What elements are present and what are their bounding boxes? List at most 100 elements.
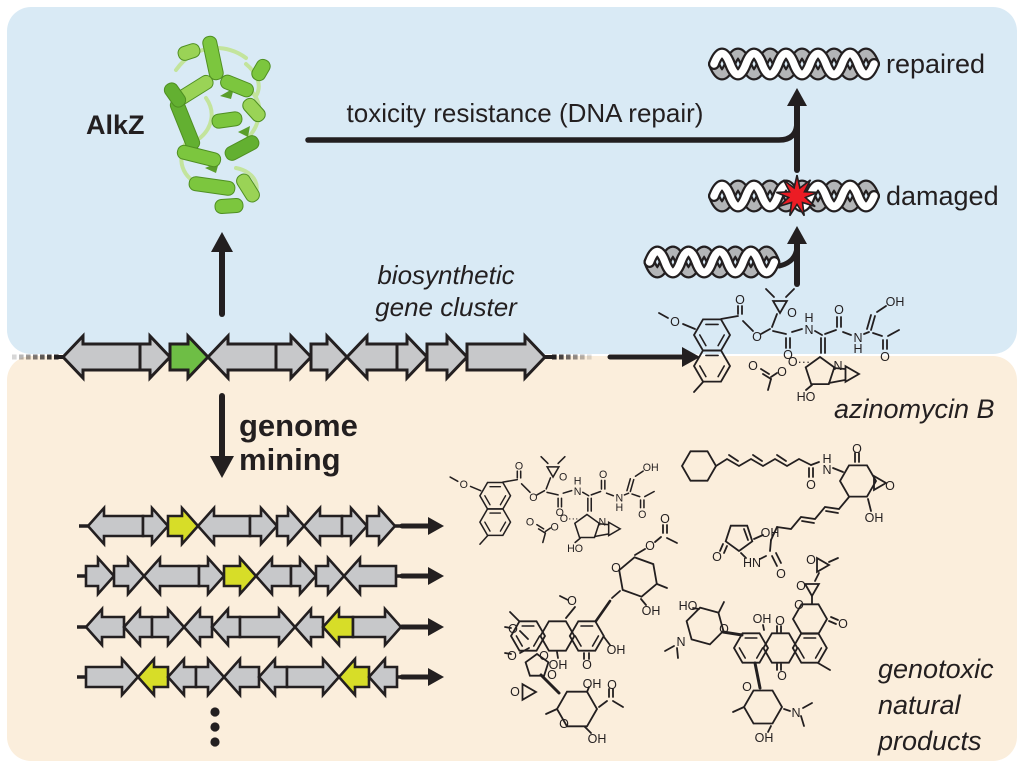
ring	[873, 474, 888, 492]
atom-label: O	[559, 471, 567, 483]
atom-label: O	[529, 492, 537, 504]
flow-arrow	[211, 232, 233, 317]
flow-arrow	[399, 668, 444, 686]
repaired-label: repaired	[886, 49, 986, 79]
gray-gene-arrow	[285, 655, 341, 699]
ring	[545, 466, 561, 479]
atom-label: OH	[753, 612, 772, 626]
protein-loop	[198, 96, 214, 140]
atom-label: O	[777, 365, 787, 379]
atom-label: N	[804, 323, 813, 337]
protein-sheet	[238, 126, 250, 137]
mined-cluster-3	[77, 605, 410, 649]
yellow-gene-arrow	[337, 655, 371, 699]
atom-label: O	[776, 567, 786, 581]
gray-gene-arrow	[465, 332, 548, 382]
ring	[762, 632, 799, 664]
protein-helix-cylinder	[224, 135, 260, 161]
atom-label: OH	[755, 731, 774, 745]
genome-dash	[566, 354, 571, 360]
protein-helix-cylinder	[220, 74, 254, 98]
gray-gene-arrow	[309, 332, 350, 382]
genome-dash	[12, 354, 17, 360]
genome-dash	[559, 354, 564, 360]
atom-label: O	[852, 442, 862, 456]
gray-gene-arrow	[344, 332, 399, 382]
atom-label: O	[660, 512, 670, 526]
gray-gene-arrow	[314, 554, 346, 598]
damaged-label: damaged	[886, 181, 999, 211]
atom-label: O	[806, 553, 816, 567]
gray-gene-arrow	[238, 605, 297, 649]
atom-label: O	[712, 550, 722, 564]
gray-gene-arrow	[166, 655, 198, 699]
genome-dash	[19, 354, 24, 360]
gray-gene-arrow	[182, 605, 214, 649]
yellow-gene-arrow	[136, 655, 170, 699]
atom-label: O	[599, 469, 607, 481]
gene-clusters	[12, 332, 592, 699]
geno-line2: natural	[878, 689, 961, 720]
protein-helix-cylinder	[177, 43, 201, 61]
ring	[771, 300, 789, 315]
gray-gene-arrow	[367, 655, 399, 699]
protein-helix-cylinder	[236, 173, 260, 203]
ring	[509, 620, 547, 652]
gray-gene-arrow	[84, 655, 140, 699]
atom-label: O	[611, 561, 621, 575]
genome-dash	[54, 354, 59, 360]
gray-gene-arrow	[425, 332, 470, 382]
flow-arrow	[787, 226, 807, 287]
ring	[742, 689, 784, 725]
gray-gene-arrow	[254, 554, 293, 598]
atom-label: OH	[643, 462, 659, 474]
atom-label: O	[582, 658, 592, 672]
gray-gene-arrow	[141, 504, 170, 548]
gray-gene-arrow	[196, 504, 252, 548]
gray-gene-arrow	[112, 554, 146, 598]
bgc-line2: gene cluster	[375, 291, 517, 322]
ring	[803, 583, 821, 598]
atom-label: N	[615, 493, 623, 505]
atom-label: O	[670, 315, 680, 329]
atom-label: O	[806, 478, 816, 492]
atom-label: O	[787, 306, 797, 320]
gray-gene-arrow	[142, 554, 201, 598]
atom-label: N	[598, 517, 606, 529]
atom-label: OH	[642, 604, 661, 618]
gray-gene-arrow	[222, 655, 261, 699]
ring	[524, 652, 550, 677]
ring	[573, 513, 601, 539]
atom-label: H	[853, 342, 862, 356]
gray-gene-arrow	[150, 605, 186, 649]
gray-gene-arrow	[248, 504, 279, 548]
atom-label: O	[885, 479, 895, 493]
dna-helix	[643, 245, 781, 279]
atom-label: O	[719, 622, 729, 636]
atom-label: OH	[607, 643, 626, 657]
ring	[692, 349, 732, 383]
ring	[539, 620, 576, 652]
atom-label: O	[794, 598, 804, 612]
green-gene-arrow	[168, 332, 211, 382]
ellipsis-dot	[210, 707, 220, 717]
atom-label: OH	[549, 658, 568, 672]
atom-label: OH	[865, 511, 884, 525]
atom-label: O	[508, 622, 518, 636]
ellipsis-dots	[210, 707, 220, 747]
dna-helix	[708, 47, 880, 81]
genome-dash	[33, 354, 38, 360]
atom-label: O	[539, 649, 549, 663]
atom-label: O	[559, 717, 569, 731]
atom-label: O	[556, 507, 564, 519]
gray-gene-arrow	[138, 332, 173, 382]
gray-gene-arrow	[293, 605, 325, 649]
flow-arrows	[210, 88, 807, 686]
gray-gene-arrow	[395, 332, 430, 382]
ring	[816, 556, 831, 574]
mining-line1: genome	[239, 408, 358, 443]
